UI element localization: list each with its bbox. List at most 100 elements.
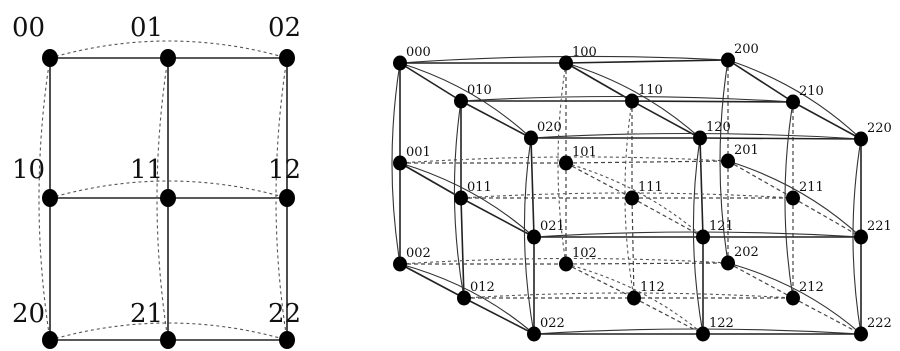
grid-edge-x <box>565 262 729 265</box>
node-label: 001 <box>406 145 431 160</box>
node-dot <box>854 326 868 342</box>
wrap-edge-y <box>727 160 862 238</box>
wrap-edge-col <box>156 57 169 341</box>
node-label: 110 <box>638 83 663 98</box>
node-label: 000 <box>406 45 431 60</box>
node-label: 200 <box>734 42 759 57</box>
grid-edge-x <box>631 100 794 103</box>
wrap-edge-x <box>533 328 862 335</box>
node-label: 10 <box>12 155 45 185</box>
node-label: 221 <box>867 219 892 234</box>
node-dot <box>721 153 735 169</box>
grid-edge-y <box>727 160 794 199</box>
wrap-edge-y <box>727 59 862 140</box>
node-label: 220 <box>867 121 892 136</box>
node-label: 011 <box>467 180 492 195</box>
grid-edge-y <box>399 263 465 299</box>
wrap-edge-z <box>692 137 704 335</box>
node-dot <box>696 229 710 245</box>
wrap-edge-row <box>49 40 288 59</box>
wrap-edge-z <box>784 101 794 299</box>
node-dot <box>42 331 58 349</box>
grid-edge-y <box>727 262 794 299</box>
grid-edge-x <box>699 137 862 140</box>
node-dot <box>625 93 639 109</box>
node-dot <box>527 326 541 342</box>
node-dot <box>279 49 295 67</box>
node-dot <box>160 189 176 207</box>
node-dot <box>559 55 573 71</box>
wrap-edge-col <box>275 57 288 341</box>
wrap-edge-y <box>399 162 535 238</box>
grid-edge-y <box>565 162 633 199</box>
grid-edge-y <box>633 297 704 335</box>
node-label: 222 <box>867 316 892 331</box>
node-label: 010 <box>467 83 492 98</box>
node-label: 11 <box>130 155 163 185</box>
node-dot <box>524 130 538 146</box>
grid-edge-y <box>565 62 633 102</box>
node-label: 111 <box>638 180 663 195</box>
grid-edge-y <box>460 100 532 139</box>
wrap-edge-z <box>391 62 401 265</box>
wrap-edge-y <box>565 62 701 139</box>
wrap-edge-x <box>533 231 862 238</box>
grid-edge-y <box>792 197 862 238</box>
node-label: 20 <box>12 299 45 329</box>
node-label: 020 <box>537 120 562 135</box>
node-dot <box>786 94 800 110</box>
grid-edge-y <box>399 162 462 199</box>
node-label: 22 <box>268 299 301 329</box>
wrap-edge-y <box>399 263 535 335</box>
node-dot <box>393 256 407 272</box>
wrap-edge-x <box>460 192 794 199</box>
grid-edge-y <box>631 197 704 238</box>
node-dot <box>42 189 58 207</box>
node-dot <box>854 131 868 147</box>
node-label: 021 <box>540 219 565 234</box>
node-label: 120 <box>706 120 731 135</box>
wrap-edge-y <box>399 62 532 139</box>
grid-edge-y <box>792 297 862 335</box>
grid-edge-z <box>460 197 465 299</box>
grid-edge-y <box>399 62 462 102</box>
wrap-edge-z <box>852 138 862 335</box>
node-dot <box>721 52 735 68</box>
node-dot <box>786 190 800 206</box>
node-label: 00 <box>12 13 45 43</box>
node-dot <box>454 93 468 109</box>
node-dot <box>625 190 639 206</box>
node-label: 122 <box>709 316 734 331</box>
node-label: 101 <box>572 145 597 160</box>
node-dot <box>454 190 468 206</box>
wrap-edge-row <box>49 322 288 341</box>
wrap-edge-z <box>719 59 729 264</box>
wrap-edge-y <box>565 162 704 238</box>
node-dot <box>854 229 868 245</box>
node-dot <box>393 55 407 71</box>
node-label: 211 <box>799 180 824 195</box>
node-dot <box>559 256 573 272</box>
wrap-edge-row <box>49 180 288 199</box>
wrap-edge-z <box>624 100 635 299</box>
grid-edge-y <box>565 263 635 299</box>
node-label: 121 <box>709 219 734 234</box>
node-label: 210 <box>799 84 824 99</box>
node-dot <box>559 155 573 171</box>
node-label: 112 <box>640 280 665 295</box>
node-dot <box>627 290 641 306</box>
node-label: 202 <box>734 245 759 260</box>
node-dot <box>786 290 800 306</box>
node-dot <box>160 331 176 349</box>
grid-edge-z <box>530 137 535 238</box>
node-dot <box>279 331 295 349</box>
wrap-edge-y <box>565 263 704 335</box>
node-dot <box>279 189 295 207</box>
grid-edge-z <box>631 197 635 299</box>
wrap-edge-y <box>727 262 862 335</box>
grid-edge-y <box>463 297 535 335</box>
node-label: 012 <box>470 280 495 295</box>
grid-edge-x <box>565 59 729 64</box>
